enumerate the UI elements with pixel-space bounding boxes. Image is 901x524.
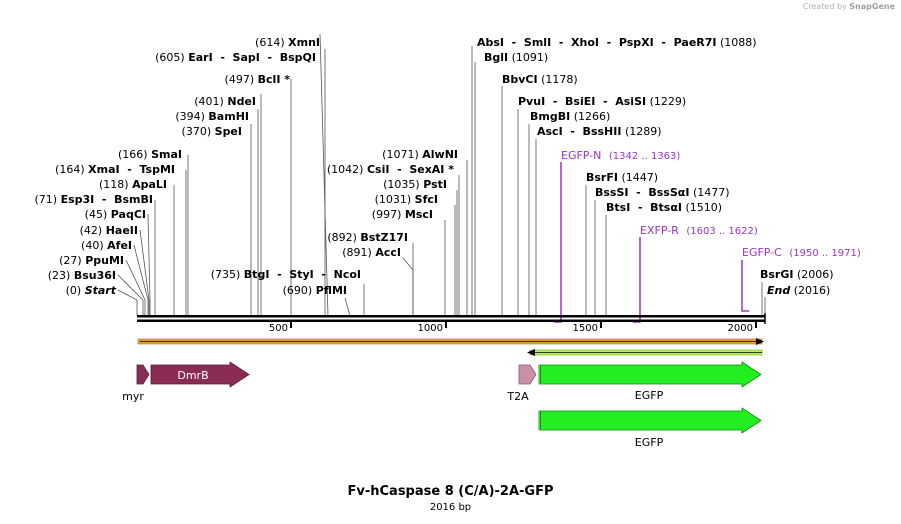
site-start: (0) Start [66,284,117,297]
primer-exfp-r-mark [633,237,641,323]
snapgene-logo: SnapGene [849,2,895,11]
tick-label-1000: 1000 [418,323,443,334]
site-bsrfi: BsrFI (1447) [586,171,658,184]
site-ppumi: (27) PpuMI [59,254,124,267]
site-eari-sapi-bspqi: (605) EarI - SapI - BspQI [155,51,316,64]
site-xmni: (614) XmnI [255,36,320,49]
site-bmgbi: BmgBI (1266) [530,110,610,123]
feature-egfp-label-2: EGFP [635,436,664,449]
site-bbvci: BbvCI (1178) [502,73,578,86]
connector-acci [402,257,414,316]
site-alwni: (1071) AlwNI [382,148,458,161]
site-bcli: (497) BclI * [225,73,291,86]
site-end: End (2016) [767,284,830,297]
connector-afei [133,244,149,316]
credit-label: Created by [802,2,847,11]
site-bamhi: (394) BamHI [175,110,249,123]
primer-egfp-n-mark [554,162,562,323]
site-bsu36i: (23) Bsu36I [48,269,116,282]
primer-egfp-c-label: EGFP-C (1950 .. 1971) [742,246,861,259]
map-title: Fv-hCaspase 8 (C/A)-2A-GFP [347,484,554,499]
primer-egfp-n-label: EGFP-N (1342 .. 1363) [561,149,680,162]
snapgene-credit: Created by SnapGene [803,2,895,11]
feature-t2a-label: T2A [506,390,529,403]
site-spei: (370) SpeI [182,125,242,138]
site-apali: (118) ApaLI [99,178,167,191]
site-ndei: (401) NdeI [194,95,256,108]
feature-dmrb-label: DmrB [177,369,208,382]
site-paqci: (45) PaqCI [85,208,146,221]
site-asci-bsshii: AscI - BssHII (1289) [537,125,662,138]
site-psti: (1035) PstI [383,178,447,191]
connector-start [117,289,138,316]
connector-ppumi [125,259,146,316]
feature-egfp-label-1: EGFP [635,389,664,402]
primer-labels: EGFP-N (1342 .. 1363) EXFP-R (1603 .. 16… [561,149,861,259]
site-bgli: BglI (1091) [484,51,548,64]
site-pvui-group: PvuI - BsiEI - AsiSI (1229) [518,95,686,108]
site-esp3i-bsmbi: (71) Esp3I - BsmBI [34,193,153,206]
tick-label-2000: 2000 [728,323,753,334]
site-absi-group: AbsI - SmlI - XhoI - PspXI - PaeR7I (108… [477,36,757,49]
site-bsrgi: BsrGI (2006) [760,268,834,281]
site-bstz17i: (892) BstZ17I [327,231,408,244]
site-sfci: (1031) SfcI [375,193,438,206]
site-btsi-group: BtsI - BtsαI (1510) [606,201,722,214]
feature-egfp-arrow-2 [538,407,762,434]
site-haeii: (42) HaeII [80,224,138,237]
connector-haeii [139,229,150,316]
site-bsssi-group: BssSI - BssSαI (1477) [595,186,730,199]
primer-egfp-c-mark [741,260,749,312]
features: myr DmrB T2A EGFP EGFP [122,361,762,449]
orf-bars [137,338,764,356]
site-xmai-tspmi: (164) XmaI - TspMI [55,163,175,176]
connector-paqci [147,213,151,316]
site-msci: (997) MscI [372,208,433,221]
site-afei: (40) AfeI [81,239,132,252]
site-pflmi: (690) PflMI [283,284,347,297]
feature-t2a-arrow [518,364,537,385]
connector-bsu36i [117,274,144,316]
feature-myr-arrow [136,364,150,385]
feature-myr-label: myr [122,390,144,403]
site-acci: (891) AccI [342,246,401,259]
tick-label-1500: 1500 [573,323,598,334]
connector-xmni [319,33,329,317]
feature-dmrb-arrow [150,361,250,388]
connector-pflmi [344,297,351,317]
site-labels: (0) Start (23) Bsu36I (27) PpuMI (40) Af… [34,36,833,297]
feature-egfp-arrow-1 [538,361,762,388]
sequence-ruler: 500 1000 1500 2000 [137,313,766,334]
site-smai: (166) SmaI [118,148,182,161]
site-csii-sexai: (1042) CsiI - SexAI * [327,163,454,176]
site-connectors [117,33,766,317]
primer-exfp-r-label: EXFP-R (1603 .. 1622) [640,224,758,237]
site-btgi-styi-ncoi: (735) BtgI - StyI - NcoI [211,268,361,281]
map-size: 2016 bp [429,502,472,513]
tick-label-500: 500 [269,323,288,334]
